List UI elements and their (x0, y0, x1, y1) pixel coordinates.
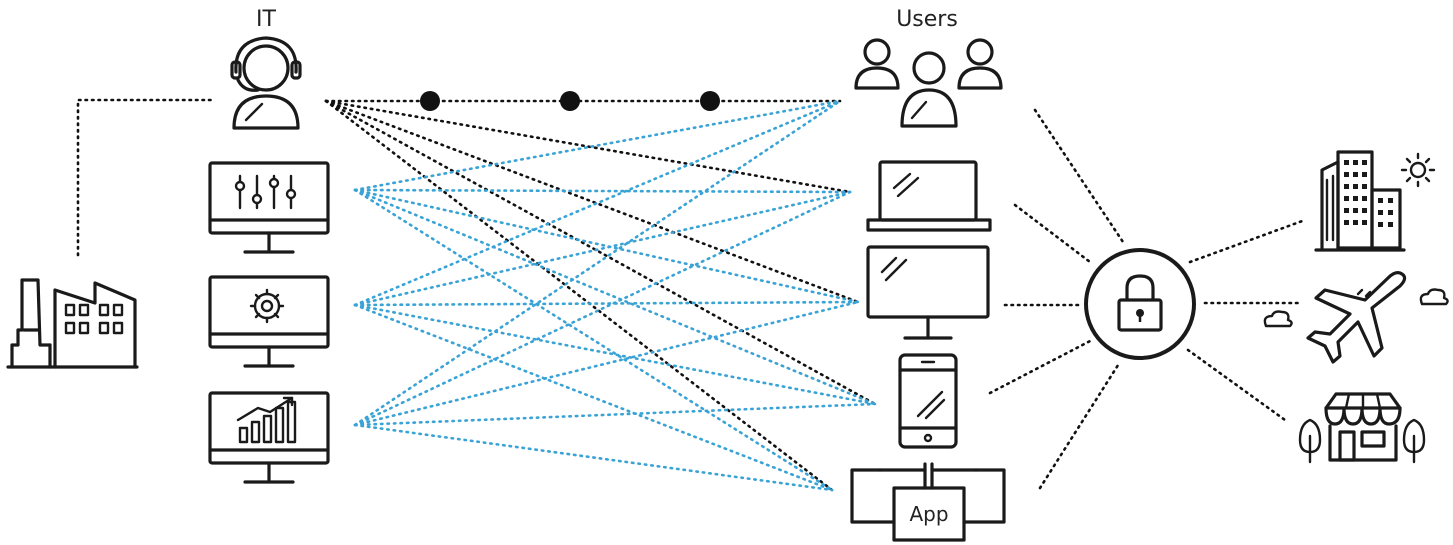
connector-lock-building (1188, 218, 1307, 264)
factory-icon (6, 278, 139, 369)
store-icon (1324, 392, 1402, 462)
connector-laptop-lock (1013, 203, 1092, 264)
connector-it-app (324, 99, 834, 492)
smartphone-icon (898, 353, 958, 449)
cloud-icon (1263, 310, 1293, 328)
laptop-icon (866, 160, 992, 232)
sliders-monitor-icon (208, 161, 330, 254)
cloud-icon (1419, 288, 1449, 306)
blue-mesh (353, 99, 877, 492)
settings-monitor-icon (208, 275, 330, 368)
connector-app-lock (1038, 360, 1122, 490)
connector-it-desktop (324, 99, 860, 304)
sun-icon (1400, 152, 1436, 188)
gear-icon (249, 288, 285, 324)
it-label: IT (256, 7, 276, 32)
desktop-monitor-icon (866, 245, 990, 340)
it-support-headset-icon (230, 36, 302, 130)
connector-it-phone (324, 99, 877, 406)
app-module-icon (850, 462, 1006, 542)
connector-lock-store (1186, 348, 1287, 422)
users-group-icon (854, 38, 1003, 128)
connector-users-lock (1033, 108, 1127, 247)
relay-node-2 (560, 91, 580, 111)
connector-it-laptop (324, 99, 852, 194)
connector-factory-it (76, 98, 217, 257)
tree-icon (1402, 418, 1426, 464)
connectors (76, 91, 1307, 492)
app-label: App (909, 502, 948, 526)
analytics-monitor-icon (208, 391, 330, 484)
connector-phone-lock (988, 338, 1094, 395)
office-building-icon (1314, 150, 1406, 252)
padlock-icon (1084, 248, 1196, 360)
relay-node-1 (420, 91, 440, 111)
tree-icon (1298, 418, 1322, 464)
relay-node-3 (700, 91, 720, 111)
airplane-icon (1306, 271, 1407, 364)
users-label: Users (896, 7, 958, 32)
